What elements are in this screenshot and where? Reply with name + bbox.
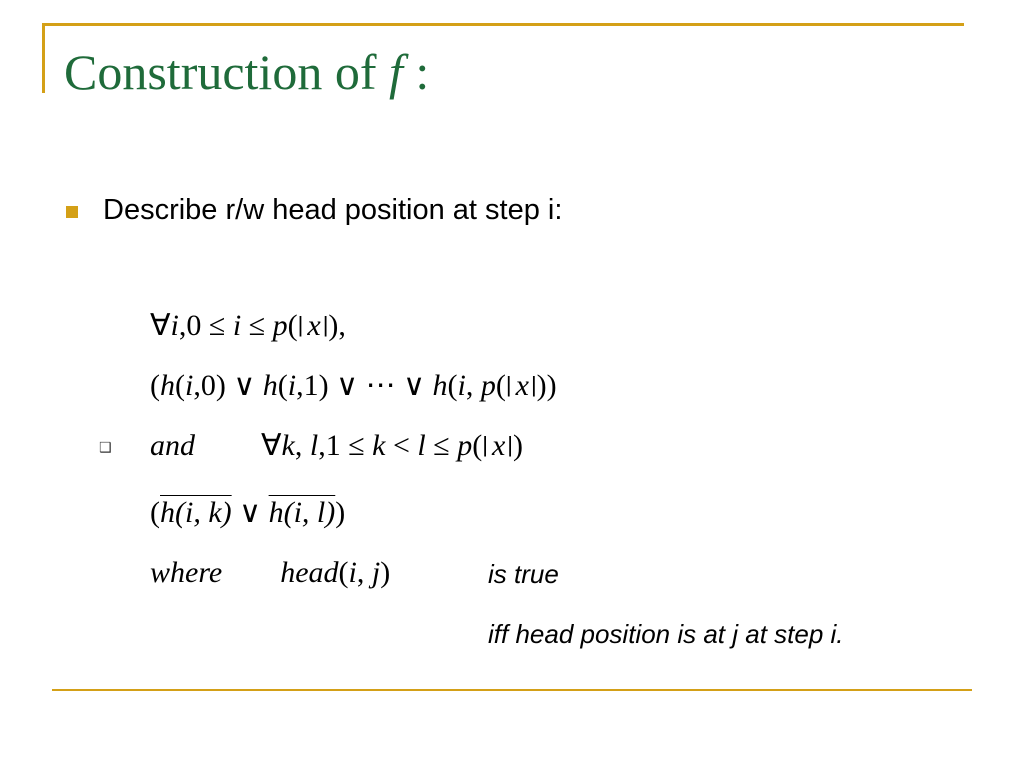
formula-line-4: (h(i, k) ∨ h(i, l)) bbox=[150, 495, 345, 531]
formula-text: < bbox=[385, 429, 418, 462]
negated-h-il: h(i, l) bbox=[268, 496, 336, 529]
var-h: h bbox=[160, 369, 175, 402]
frame-top-rule bbox=[42, 23, 964, 26]
var-p: p bbox=[272, 309, 288, 342]
frame-left-rule bbox=[42, 23, 45, 93]
formula-text: ,0) ∨ bbox=[193, 369, 263, 402]
formula-text: ,0 ≤ bbox=[178, 309, 233, 342]
var-x: x bbox=[515, 369, 529, 402]
abs-bar: | bbox=[482, 432, 488, 457]
formula-text: ( bbox=[447, 369, 458, 402]
formula-text: ( bbox=[338, 556, 349, 589]
formula-text: ( bbox=[495, 369, 506, 402]
formula-text: ) bbox=[335, 496, 346, 529]
formula-text: ∨ bbox=[231, 496, 269, 529]
title-function-var: f bbox=[388, 44, 403, 100]
var-l: l bbox=[309, 429, 319, 462]
var-k: k bbox=[281, 429, 295, 462]
formula-text: ), bbox=[328, 309, 346, 342]
var-p: p bbox=[457, 429, 473, 462]
var-i: i bbox=[457, 369, 466, 402]
formula-line-5: where head(i, j) bbox=[150, 555, 390, 591]
formula-text: , bbox=[356, 556, 372, 589]
formula-text: ≤ bbox=[425, 429, 458, 462]
var-p: p bbox=[480, 369, 496, 402]
formula-text: ( bbox=[472, 429, 483, 462]
var-x: x bbox=[307, 309, 321, 342]
keyword-and: and bbox=[150, 429, 195, 462]
var-k: k bbox=[372, 429, 386, 462]
var-l: l bbox=[417, 429, 426, 462]
note-iff: iff head position is at j at step i. bbox=[488, 619, 844, 649]
formula-text: )) bbox=[536, 369, 557, 402]
formula-text: , bbox=[465, 369, 481, 402]
func-head: head bbox=[280, 556, 339, 589]
formula-text: ( bbox=[287, 309, 298, 342]
var-i: i bbox=[170, 309, 179, 342]
abs-bar: | bbox=[530, 372, 537, 397]
abs-bar: | bbox=[505, 372, 512, 397]
formula-line-2: (h(i,0) ∨ h(i,1) ∨ ⋯ ∨ h(i, p(|x|)) bbox=[150, 368, 557, 406]
slide-title: Construction of f : bbox=[64, 40, 429, 104]
formula-text: ) bbox=[380, 556, 391, 589]
bullet-square-icon bbox=[66, 206, 78, 218]
title-suffix: : bbox=[415, 44, 430, 100]
formula-text: ,1) ∨ ⋯ ∨ bbox=[296, 369, 433, 402]
formula-text: ( bbox=[150, 369, 160, 402]
formula-text: ≤ bbox=[241, 309, 273, 342]
title-prefix: Construction of bbox=[64, 44, 377, 100]
formula-text: ( bbox=[175, 369, 185, 402]
var-i: i bbox=[185, 369, 194, 402]
var-i: i bbox=[232, 309, 242, 342]
abs-bar: | bbox=[507, 432, 513, 457]
bullet-text: Describe r/w head position at step i: bbox=[103, 194, 563, 226]
sub-bullet-checkbox-icon: ❑ bbox=[99, 440, 112, 456]
abs-bar: | bbox=[322, 312, 329, 337]
var-h: h bbox=[262, 369, 278, 402]
var-i: i bbox=[348, 556, 357, 589]
formula-line-1: ∀i,0 ≤ i ≤ p(|x|), bbox=[150, 308, 346, 346]
note-is-true: is true bbox=[488, 559, 559, 589]
abs-bar: | bbox=[297, 312, 304, 337]
keyword-where: where bbox=[150, 556, 223, 589]
frame-bottom-rule bbox=[52, 689, 972, 691]
forall-symbol: ∀ bbox=[261, 429, 282, 462]
formula-text: ( bbox=[150, 496, 160, 529]
var-h: h bbox=[432, 369, 448, 402]
formula-text: ( bbox=[277, 369, 288, 402]
var-j: j bbox=[371, 556, 381, 589]
negated-h-ik: h(i, k) bbox=[160, 496, 232, 529]
var-i: i bbox=[287, 369, 297, 402]
forall-symbol: ∀ bbox=[150, 309, 171, 342]
formula-text: , bbox=[294, 429, 310, 462]
formula-text: ) bbox=[513, 429, 523, 462]
var-x: x bbox=[491, 429, 506, 462]
formula-text: ,1 ≤ bbox=[318, 429, 373, 462]
formula-line-3: and∀k, l,1 ≤ k < l ≤ p(|x|) bbox=[150, 428, 523, 466]
